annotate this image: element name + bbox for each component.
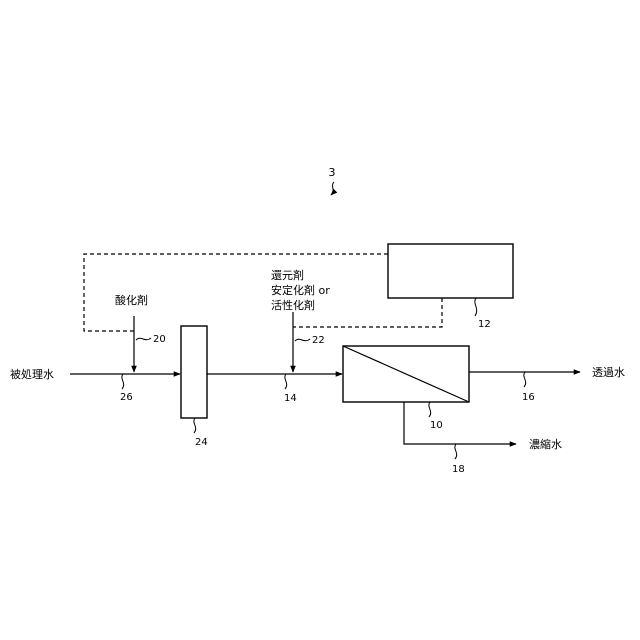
permeate-label: 透過水 (592, 366, 625, 379)
permeate-pipe-ref: 16 (522, 392, 535, 403)
control-line-oxidant (84, 254, 388, 331)
controller-box (388, 244, 513, 298)
reducer-line-ref-leader (295, 339, 310, 341)
reducer-label-line1: 還元剤 (271, 268, 304, 282)
concentrate-label: 濃縮水 (529, 437, 562, 451)
concentrate-pipe-ref-leader (455, 444, 457, 459)
permeate-pipe-ref-leader (524, 372, 526, 387)
mid-pipe-ref-leader (285, 374, 287, 389)
controller-ref-leader (475, 298, 477, 316)
controller-ref: 12 (478, 319, 491, 330)
oxidant-label: 酸化剤 (115, 293, 148, 307)
figure-number-pointer (331, 182, 334, 195)
figure-number: 3 (329, 166, 336, 179)
membrane-ref-leader (429, 402, 431, 417)
pretreatment-ref: 24 (195, 437, 208, 448)
pretreatment-ref-leader (194, 418, 196, 433)
mid-pipe-ref: 14 (284, 393, 297, 404)
reducer-label-line3: 活性化剤 (271, 298, 315, 312)
pretreatment-unit (181, 326, 207, 418)
concentrate-pipe-ref: 18 (452, 464, 465, 475)
concentrate-pipe (404, 402, 516, 444)
feed-pipe-ref-leader (122, 374, 124, 389)
reducer-line-ref: 22 (312, 335, 325, 346)
membrane-ref: 10 (430, 420, 443, 431)
reducer-label-line2: 安定化剤 or (271, 283, 330, 297)
control-line-reducer (293, 298, 442, 327)
feed-water-label: 被処理水 (10, 368, 54, 381)
oxidant-line-ref: 20 (153, 334, 166, 345)
feed-pipe-ref: 26 (120, 392, 133, 403)
oxidant-line-ref-leader (136, 338, 151, 340)
